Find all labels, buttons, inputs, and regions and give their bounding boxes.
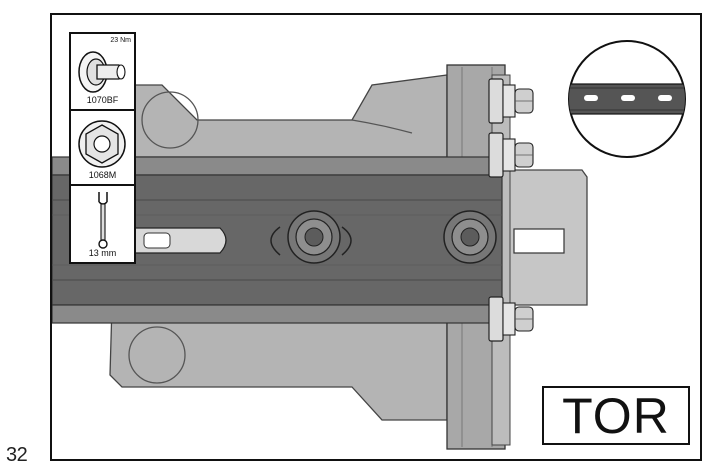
- bolt-part-number: 1070BF: [86, 95, 119, 105]
- bracket-plate-upper: [111, 74, 448, 158]
- legend-item-bolt: 23 Nm 1070BF: [71, 34, 134, 111]
- flange-bolt-icon: [78, 51, 126, 93]
- tab-slot: [513, 228, 565, 254]
- flange-nut-icon: [78, 120, 126, 168]
- channel-rail-bottom-flange: [52, 304, 503, 324]
- wrench-icon: [98, 192, 108, 249]
- plate-hole-upper: [141, 91, 199, 149]
- assembly-drawing: [52, 64, 588, 450]
- torque-label: 23 Nm: [110, 37, 131, 44]
- legend-item-wrench: 13 mm: [71, 186, 134, 262]
- instruction-figure: 23 Nm 1070BF 1068M 13 mm: [50, 13, 702, 461]
- side-bolt-top: [488, 78, 534, 124]
- page-number: 32: [6, 444, 28, 466]
- slotted-profile-detail-icon: [568, 40, 686, 158]
- flange-nut-right: [443, 210, 497, 264]
- parts-legend: 23 Nm 1070BF 1068M 13 mm: [69, 32, 136, 264]
- legend-item-nut: 1068M: [71, 111, 134, 186]
- wrench-size: 13 mm: [88, 248, 117, 258]
- side-bolt-middle: [488, 132, 534, 178]
- nut-part-number: 1068M: [88, 170, 117, 180]
- plate-hole-lower: [128, 326, 186, 384]
- flange-nut-center: [287, 210, 341, 264]
- tor-stamp: TOR: [542, 386, 690, 445]
- side-bolt-bottom: [488, 296, 534, 342]
